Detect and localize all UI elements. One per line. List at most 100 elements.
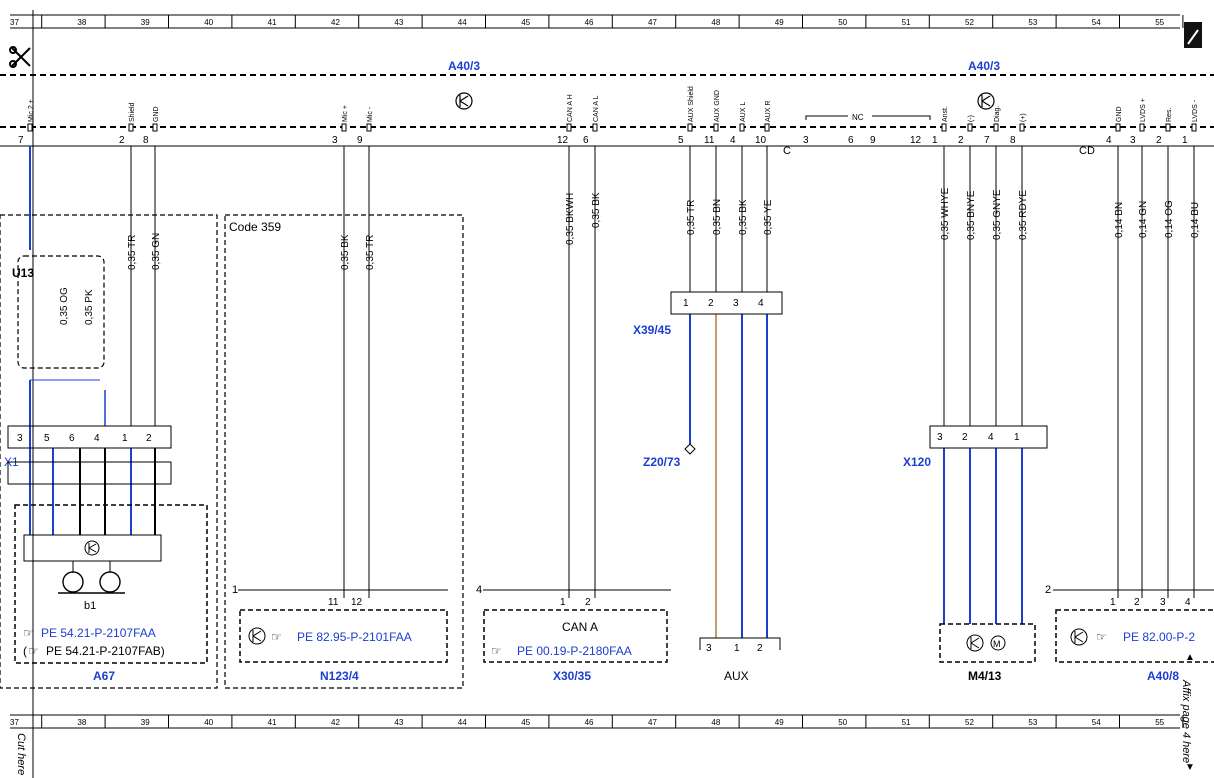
left-connector-pin: 1 bbox=[122, 433, 128, 444]
pin-number: 12 bbox=[557, 135, 569, 146]
pin-label: AUX Shield bbox=[688, 86, 695, 122]
nc-pin-number: 6 bbox=[848, 135, 854, 146]
pin-socket bbox=[592, 123, 598, 132]
ruler-label: 39 bbox=[141, 18, 150, 27]
one-label: 1 bbox=[232, 584, 238, 596]
pin-label: AUX R bbox=[765, 101, 772, 122]
ruler-label: 49 bbox=[775, 718, 784, 727]
ruler-label: 37 bbox=[10, 18, 19, 27]
pin-label: GND bbox=[1116, 106, 1123, 122]
nc-label: NC bbox=[852, 113, 864, 122]
z20-73-label: Z20/73 bbox=[643, 455, 681, 469]
z20-splice bbox=[684, 443, 696, 455]
ruler-label: 38 bbox=[77, 18, 86, 27]
a40-8-ref-icon: ☞ bbox=[1096, 630, 1107, 644]
x120-connector bbox=[929, 425, 1048, 449]
pin-label: (-) bbox=[968, 115, 975, 122]
left-connector-2 bbox=[7, 461, 172, 485]
can-a-label: CAN A bbox=[562, 620, 598, 634]
speaker-icon bbox=[58, 561, 125, 594]
code-359-label: Code 359 bbox=[229, 220, 281, 234]
pin-socket bbox=[1165, 123, 1171, 132]
ruler-label: 54 bbox=[1092, 718, 1101, 727]
left-connector-pin: 3 bbox=[17, 433, 23, 444]
ruler-label: 46 bbox=[585, 718, 594, 727]
x39-pin: 2 bbox=[708, 298, 714, 309]
transistor-icon bbox=[455, 92, 473, 110]
a40-8-box bbox=[1055, 609, 1214, 663]
pin-label: LVDS - bbox=[1192, 99, 1199, 122]
pin-socket bbox=[366, 123, 372, 132]
wire-label: 0,35 BN bbox=[712, 199, 723, 235]
pin-number: 4 bbox=[1106, 135, 1112, 146]
x120-pin: 4 bbox=[988, 432, 994, 443]
b1-label: b1 bbox=[84, 600, 96, 612]
pin-number: 4 bbox=[730, 135, 736, 146]
transistor-icon bbox=[1070, 628, 1088, 646]
can-pin: 1 bbox=[560, 597, 566, 608]
book-icon bbox=[1184, 22, 1202, 48]
pin-socket bbox=[1139, 123, 1145, 132]
pin-socket bbox=[128, 123, 134, 132]
a40-3-label-right: A40/3 bbox=[968, 59, 1000, 73]
scissors-icon bbox=[9, 46, 31, 68]
wire-label: 0,35 YE bbox=[763, 199, 774, 235]
ruler-label: 43 bbox=[394, 718, 403, 727]
left-connector-pin: 2 bbox=[146, 433, 152, 444]
x39-45-label: X39/45 bbox=[633, 323, 671, 337]
pin-number: 11 bbox=[704, 135, 715, 146]
x120-pin: 3 bbox=[937, 432, 943, 443]
ruler-label: 40 bbox=[204, 718, 213, 727]
ruler-label: 44 bbox=[458, 718, 467, 727]
ruler-label: 54 bbox=[1092, 18, 1101, 27]
top-ruler: 3738394041424344454647484950515253545556 bbox=[10, 14, 1184, 29]
nc-pin-number: 12 bbox=[910, 135, 922, 146]
ruler-label: 39 bbox=[141, 718, 150, 727]
x120-pin: 1 bbox=[1014, 432, 1020, 443]
ruler-label: 51 bbox=[902, 18, 911, 27]
pin-number: 5 bbox=[678, 135, 684, 146]
transistor-icon bbox=[248, 627, 266, 645]
pin-socket bbox=[967, 123, 973, 132]
a40-3-label-left: A40/3 bbox=[448, 59, 480, 73]
pin-number: 3 bbox=[332, 135, 338, 146]
pin-socket bbox=[713, 123, 719, 132]
wire-label: 0,35 OG bbox=[59, 287, 70, 325]
x39-45-connector bbox=[670, 291, 783, 315]
four-label: 4 bbox=[476, 584, 482, 596]
left-dashed-box bbox=[0, 214, 218, 689]
arrow-down-icon: ▼ bbox=[1185, 762, 1195, 773]
ruler-label: 53 bbox=[1028, 18, 1037, 27]
a67-label: A67 bbox=[93, 669, 115, 683]
a67-ref-icon: ☞ bbox=[28, 644, 39, 658]
aux-pin: 1 bbox=[734, 643, 740, 654]
pin-label: LVDS + bbox=[1140, 98, 1147, 122]
nc-pin-number: 9 bbox=[870, 135, 876, 146]
motor-icon: M bbox=[990, 635, 1006, 651]
ruler-label: 42 bbox=[331, 18, 340, 27]
ruler-label: 55 bbox=[1155, 718, 1164, 727]
connector-c-label: C bbox=[783, 145, 791, 157]
left-connector bbox=[7, 425, 172, 449]
u13-label: U13 bbox=[12, 266, 34, 280]
pin-socket bbox=[739, 123, 745, 132]
a40-8-label: A40/8 bbox=[1147, 669, 1179, 683]
pin-label: CAN A H bbox=[567, 94, 574, 122]
connector-cd-label: CD bbox=[1079, 145, 1095, 157]
x120-pin: 2 bbox=[962, 432, 968, 443]
ruler-label: 45 bbox=[521, 18, 530, 27]
ruler-label: 40 bbox=[204, 18, 213, 27]
pin-number: 2 bbox=[119, 135, 125, 146]
wire-label: 0,35 GN bbox=[151, 233, 162, 270]
can-a-box bbox=[483, 609, 668, 663]
ruler-label: 37 bbox=[10, 718, 19, 727]
n123-label: N123/4 bbox=[320, 669, 359, 683]
n123-pin: 12 bbox=[351, 597, 363, 608]
ruler-label: 52 bbox=[965, 718, 974, 727]
aux-label: AUX bbox=[724, 669, 749, 683]
svg-text:M: M bbox=[993, 639, 1001, 649]
pin-label: Mic 2 + bbox=[28, 99, 35, 122]
lvds-pin: 3 bbox=[1160, 597, 1166, 608]
cut-here-text: Cut here bbox=[15, 733, 27, 775]
